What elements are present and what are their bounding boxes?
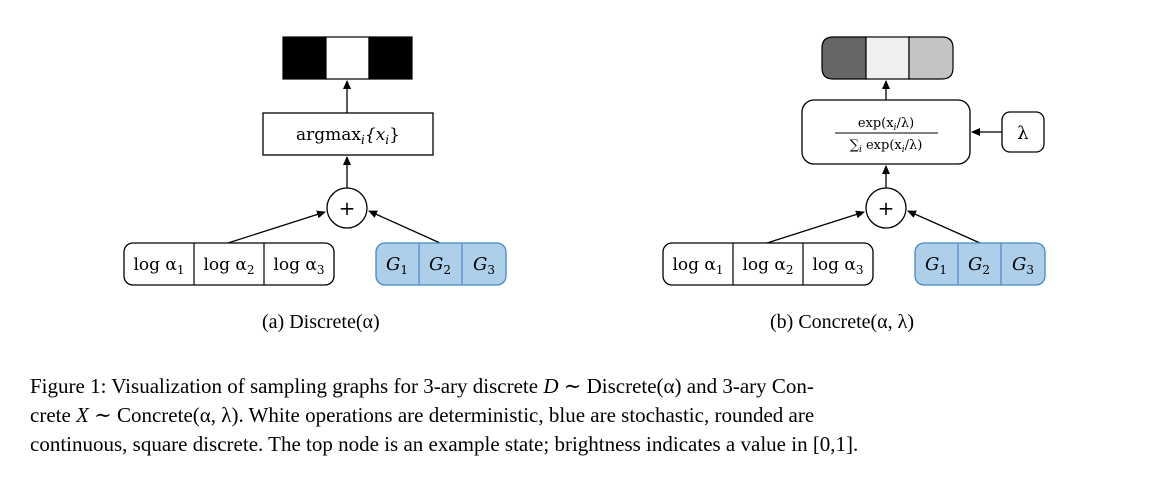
svg-text:argmaxi{xi}: argmaxi{xi} bbox=[296, 125, 400, 147]
logit-3: log α3 bbox=[273, 255, 324, 277]
softmax-denominator: ∑i exp(xi/λ) bbox=[850, 138, 923, 155]
panel-b-state-cell-1 bbox=[821, 36, 867, 80]
argmax-sub: i bbox=[361, 133, 365, 147]
softmax-numerator: exp(xi/λ) bbox=[858, 116, 914, 133]
logit-1: log α1 bbox=[672, 255, 723, 277]
argmax-arg: {x bbox=[365, 125, 386, 145]
gumbel-2: G2 bbox=[968, 254, 990, 277]
caption-line-1: Figure 1: Visualization of sampling grap… bbox=[30, 374, 814, 398]
argmax-label: argmax bbox=[296, 125, 361, 145]
gumbel-3: G3 bbox=[473, 254, 495, 277]
panel-a-state-cell-3 bbox=[368, 36, 413, 80]
plus-label: + bbox=[339, 196, 356, 220]
panel-b-top-state bbox=[821, 36, 954, 80]
argmax-arg-sub: i bbox=[385, 133, 389, 147]
panel-b-temperature-node: λ bbox=[1001, 111, 1045, 153]
lambda-label: λ bbox=[1017, 123, 1028, 144]
argmax-arg-end: } bbox=[389, 125, 400, 145]
panel-a-logits: log α1 log α2 log α3 bbox=[123, 242, 335, 286]
logit-1: log α1 bbox=[133, 255, 184, 277]
gumbel-1: G1 bbox=[386, 254, 408, 277]
panel-b-state-cell-3 bbox=[908, 36, 954, 80]
panel-b-plus-node: + bbox=[865, 187, 907, 229]
panel-b-logits: log α1 log α2 log α3 bbox=[662, 242, 874, 286]
logit-2: log α2 bbox=[203, 255, 254, 277]
logit-3: log α3 bbox=[812, 255, 863, 277]
panel-a-argmax-node: argmaxi{xi} bbox=[262, 112, 434, 156]
logit-2: log α2 bbox=[742, 255, 793, 277]
panel-b-softmax-node: exp(xi/λ) ∑i exp(xi/λ) bbox=[801, 99, 971, 165]
gumbel-3: G3 bbox=[1012, 254, 1034, 277]
panel-a-plus-node: + bbox=[326, 187, 368, 229]
caption-line-3: continuous, square discrete. The top nod… bbox=[30, 432, 859, 456]
arrow-gumbel-to-plus bbox=[368, 210, 441, 244]
gumbel-1: G1 bbox=[925, 254, 947, 277]
panel-a-discrete: argmaxi{xi} + log α1 log α2 log α3 G1 G2… bbox=[123, 36, 507, 286]
panel-b-gumbels: G1 G2 G3 bbox=[914, 242, 1046, 286]
panel-a-state-cell-2 bbox=[325, 36, 370, 80]
arrow-logits-to-plus bbox=[766, 210, 865, 244]
panel-a-caption: (a) Discrete(α) bbox=[262, 311, 380, 333]
panel-a-state-cell-1 bbox=[282, 36, 327, 80]
figure-caption: Figure 1: Visualization of sampling grap… bbox=[30, 372, 1125, 459]
panel-b-concrete: exp(xi/λ) ∑i exp(xi/λ) λ + log α1 log α2… bbox=[662, 36, 1046, 286]
caption-line-2: crete X ∼ Concrete(α, λ). White operatio… bbox=[30, 403, 815, 427]
arrow-logits-to-plus bbox=[227, 210, 326, 244]
gumbel-2: G2 bbox=[429, 254, 451, 277]
sampling-graphs-figure: argmaxi{xi} + log α1 log α2 log α3 G1 G2… bbox=[123, 36, 1046, 286]
panel-a-top-state bbox=[282, 36, 413, 80]
panel-b-caption: (b) Concrete(α, λ) bbox=[770, 311, 915, 333]
panel-a-gumbels: G1 G2 G3 bbox=[375, 242, 507, 286]
panel-b-state-cell-2 bbox=[865, 36, 910, 80]
arrow-gumbel-to-plus bbox=[907, 210, 981, 244]
plus-label: + bbox=[878, 196, 895, 220]
